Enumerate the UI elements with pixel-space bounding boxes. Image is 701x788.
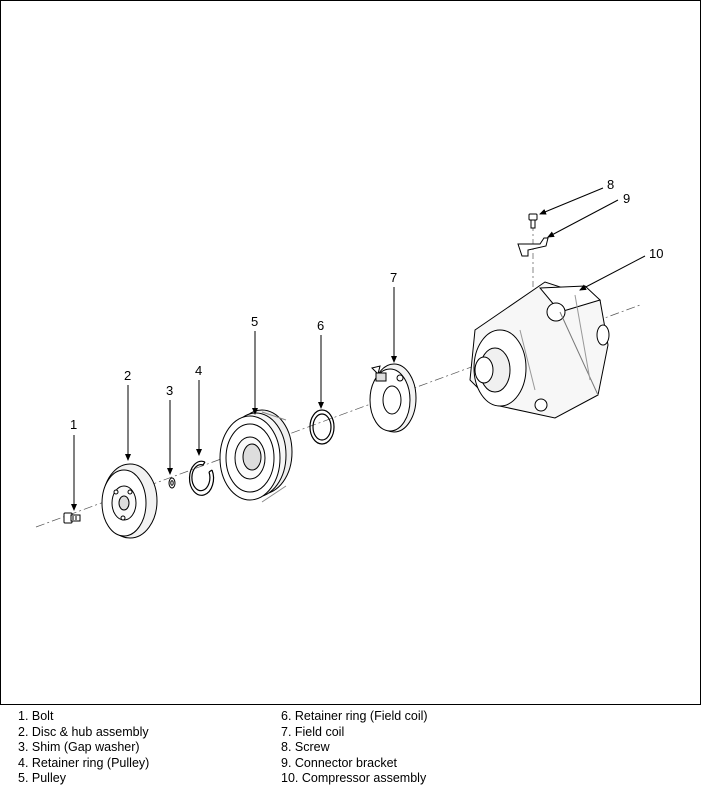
legend-column-left: 1. Bolt 2. Disc & hub assembly 3. Shim (… (18, 709, 149, 787)
callout-10: 10 (649, 246, 663, 261)
legend-item-shim: 3. Shim (Gap washer) (18, 740, 140, 755)
connector-bracket-part (517, 237, 549, 257)
retainer-ring-field-coil-part (309, 409, 335, 445)
screw-part (528, 213, 538, 229)
legend-item-screw: 8. Screw (281, 740, 330, 755)
field-coil-part (369, 363, 417, 433)
callout-4: 4 (195, 363, 202, 378)
exploded-view-diagram: 1 2 3 4 5 6 7 8 9 10 (35, 177, 663, 539)
compressor-assembly-part (469, 281, 610, 419)
legend-item-compressor-assembly: 10. Compressor assembly (281, 771, 427, 786)
callout-1: 1 (70, 417, 77, 432)
legend-item-field-coil: 7. Field coil (281, 724, 345, 739)
legend-item-pulley: 5. Pulley (18, 771, 66, 786)
pulley-part (219, 409, 293, 503)
parts-legend: 1. Bolt 2. Disc & hub assembly 3. Shim (… (18, 709, 698, 787)
callout-5: 5 (251, 314, 258, 329)
callout-2: 2 (124, 368, 131, 383)
bolt-part (63, 512, 81, 524)
legend-column-right: 6. Retainer ring (Field coil) 7. Field c… (281, 709, 428, 787)
callout-8: 8 (607, 177, 614, 192)
legend-item-retainer-ring-field-coil: 6. Retainer ring (Field coil) (281, 709, 428, 723)
legend-item-retainer-ring-pulley: 4. Retainer ring (Pulley) (18, 755, 150, 770)
retainer-ring-pulley-part (188, 460, 215, 496)
callout-3: 3 (166, 383, 173, 398)
disc-hub-part (101, 463, 158, 539)
callout-6: 6 (317, 318, 324, 333)
legend-item-disc-hub: 2. Disc & hub assembly (18, 724, 149, 739)
shim-part (168, 477, 176, 489)
legend-item-bolt: 1. Bolt (18, 709, 54, 723)
legend-item-connector-bracket: 9. Connector bracket (281, 755, 398, 770)
leader-lines (71, 187, 646, 511)
callout-9: 9 (623, 191, 630, 206)
callout-7: 7 (390, 270, 397, 285)
